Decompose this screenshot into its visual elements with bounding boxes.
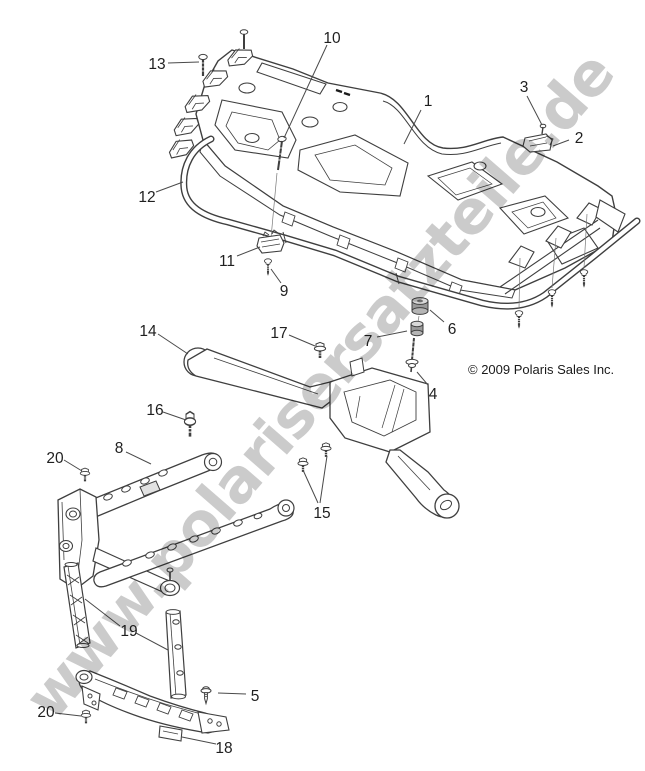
callout-14: 14 — [139, 323, 157, 340]
clip-11 — [256, 229, 285, 254]
leader-2 — [552, 139, 570, 147]
tube-clamp-marks — [282, 231, 400, 285]
leader-18 — [181, 736, 217, 745]
callout-18: 18 — [215, 740, 232, 757]
leader-9 — [270, 268, 282, 284]
leader-7 — [376, 330, 408, 338]
screw-13 — [198, 53, 208, 76]
callout-5: 5 — [251, 688, 260, 705]
top-fasteners — [198, 29, 589, 330]
bushing-stack — [405, 297, 429, 373]
leader-13 — [167, 61, 200, 64]
callout-16: 16 — [146, 402, 163, 419]
part-tube-bumper — [180, 135, 641, 310]
callout-7: 7 — [364, 333, 373, 350]
leader-15 — [302, 455, 328, 504]
rack-skirt — [199, 138, 516, 299]
screw-3 — [539, 123, 547, 135]
screw-right-2 — [547, 288, 557, 309]
bolt-17 — [313, 341, 327, 360]
callout-9: 9 — [280, 283, 289, 300]
screw-9 — [263, 257, 273, 277]
leader-10 — [283, 44, 328, 139]
leader-20a — [63, 459, 83, 472]
leader-6 — [429, 309, 445, 323]
part-lower-bracket — [75, 669, 230, 742]
tube-inner — [181, 136, 640, 309]
rack-right-rail — [499, 199, 626, 295]
leader-12 — [155, 181, 184, 193]
rack-emboss-mark — [335, 88, 351, 97]
screw-top-center — [239, 29, 249, 49]
callout-11: 11 — [219, 253, 235, 270]
leader-16 — [162, 411, 187, 421]
screw-right-1 — [514, 309, 524, 330]
callout-6: 6 — [448, 321, 457, 338]
callout-13: 13 — [148, 56, 165, 73]
callout-12: 12 — [138, 189, 155, 206]
screw-10 — [270, 135, 287, 239]
screw-right-3 — [579, 268, 589, 289]
leader-14 — [157, 333, 189, 355]
bolt-15a — [296, 456, 310, 474]
clip-2 — [522, 133, 554, 153]
bar-lattice — [63, 562, 91, 649]
leader-1 — [403, 109, 422, 145]
callout-20a: 20 — [46, 450, 64, 467]
right-drop-lines — [518, 213, 588, 310]
callout-19: 19 — [120, 623, 137, 640]
callout-15: 15 — [313, 505, 330, 522]
callout-1: 1 — [424, 93, 433, 110]
callout-4: 4 — [429, 386, 438, 403]
bolt-16 — [184, 412, 195, 437]
leader-lines — [54, 44, 570, 745]
leader-3 — [526, 95, 543, 126]
callout-3: 3 — [520, 79, 529, 96]
callout-2: 2 — [575, 130, 584, 147]
part-support-bars — [63, 562, 187, 700]
callout-20b: 20 — [37, 704, 55, 721]
callouts: 1 2 3 4 5 6 7 8 9 10 11 12 13 14 15 16 1… — [37, 30, 583, 757]
leader-8 — [125, 451, 152, 465]
callout-10: 10 — [323, 30, 341, 47]
bolt-4 — [405, 337, 419, 373]
callout-8: 8 — [115, 440, 124, 457]
rack-saddle-line — [382, 100, 502, 156]
leader-5 — [217, 692, 247, 695]
part-rack-platform — [166, 45, 626, 299]
screw-5 — [200, 686, 212, 704]
leader-19 — [84, 598, 169, 651]
leader-11 — [236, 246, 261, 257]
leader-4 — [416, 371, 429, 386]
part-center-bracket — [183, 347, 460, 519]
leader-17 — [288, 334, 316, 347]
bushing-6 — [411, 297, 429, 315]
bar-plain — [165, 609, 187, 700]
bolt-20b — [80, 708, 92, 725]
leader-20b — [54, 712, 82, 717]
copyright-text: © 2009 Polaris Sales Inc. — [468, 362, 615, 377]
bolt-20a — [79, 466, 91, 483]
bushing-7 — [410, 320, 424, 337]
part-subframe — [57, 452, 295, 597]
callout-17: 17 — [270, 325, 287, 342]
bolt-15b — [319, 441, 333, 459]
